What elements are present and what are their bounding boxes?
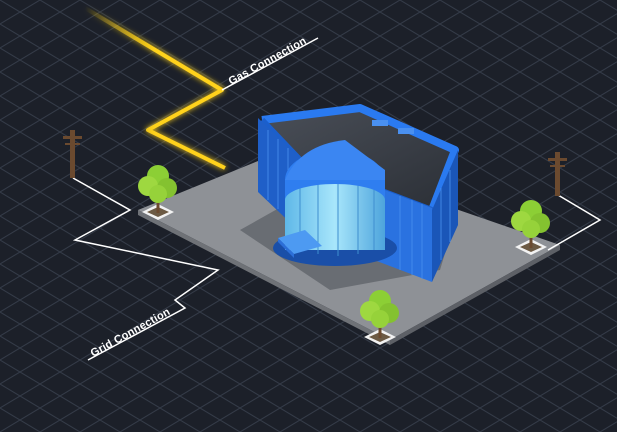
utility-pole-icon <box>548 152 567 196</box>
office-building-icon <box>258 104 459 282</box>
tree-icon <box>511 200 550 255</box>
ground-plot-edge <box>390 245 560 345</box>
utility-pole-icon <box>63 130 82 178</box>
gas-label-leader <box>221 37 319 91</box>
gas-connection-line <box>83 6 226 170</box>
tree-icon <box>360 290 399 345</box>
grid-wire-right <box>547 194 602 251</box>
ground-plot-edge-left <box>138 210 390 345</box>
grid-wire-left <box>72 177 220 361</box>
tree-icon <box>138 165 177 220</box>
